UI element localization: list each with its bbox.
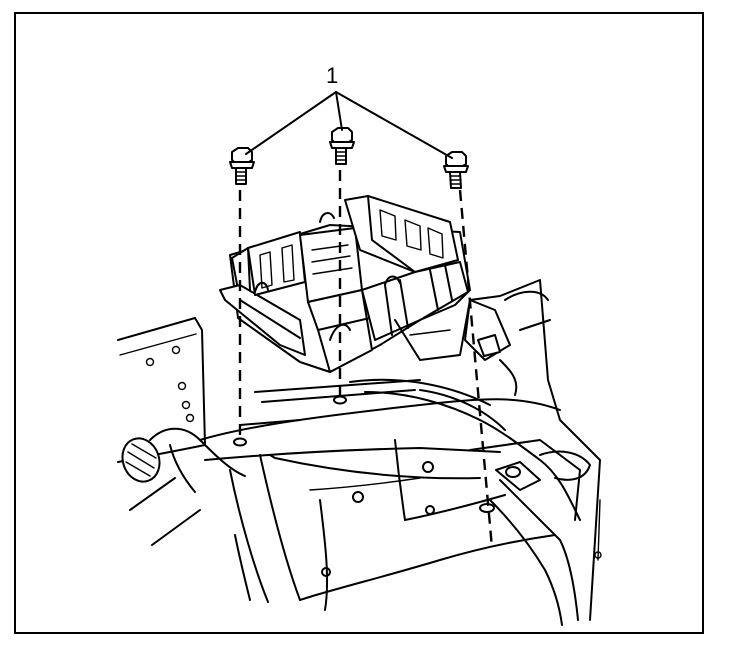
leader-line-center xyxy=(335,91,343,131)
leader-line-right xyxy=(335,91,453,159)
alignment-lines xyxy=(238,170,494,549)
bolt-center xyxy=(329,127,355,165)
alignment-line-right xyxy=(458,189,494,549)
hole-center xyxy=(333,395,347,405)
mounting-holes xyxy=(233,395,495,513)
diagram-border xyxy=(14,12,704,634)
callout-number: 1 xyxy=(326,63,338,88)
bolt-right xyxy=(443,151,469,189)
callout: 1 xyxy=(245,63,453,159)
bolt-left xyxy=(229,147,255,185)
hole-left xyxy=(233,437,247,447)
leader-line-left xyxy=(245,91,337,155)
relay-bracket xyxy=(219,195,511,373)
